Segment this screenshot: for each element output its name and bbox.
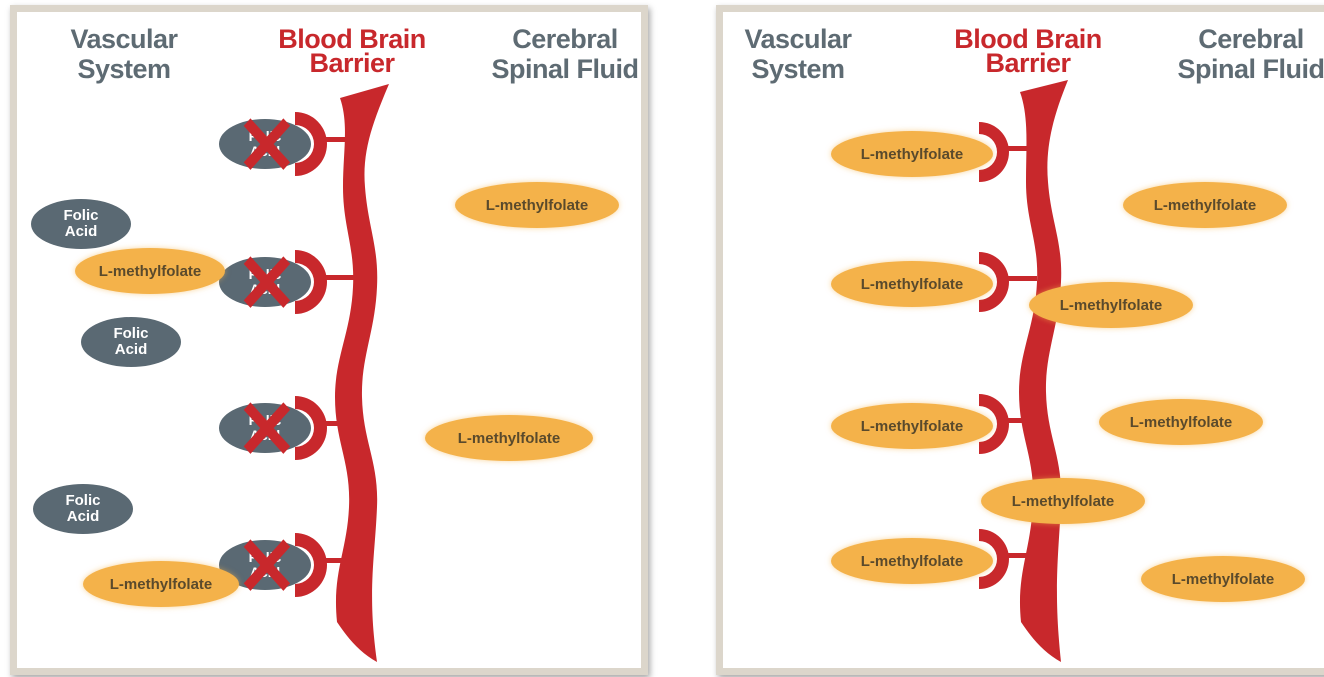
l-methylfolate: L-methylfolate — [83, 561, 239, 607]
l-methylfolate: L-methylfolate — [831, 403, 993, 449]
l-methylfolate: L-methylfolate — [1029, 282, 1193, 328]
x-mark-icon: ✕ — [236, 538, 290, 598]
x-mark-icon: ✕ — [236, 117, 290, 177]
l-methylfolate: L-methylfolate — [75, 248, 225, 294]
l-methylfolate: L-methylfolate — [425, 415, 593, 461]
x-mark-icon: ✕ — [236, 401, 290, 461]
l-methylfolate: L-methylfolate — [831, 538, 993, 584]
barrier-band — [335, 84, 389, 662]
l-methylfolate: L-methylfolate — [981, 478, 1145, 524]
l-methylfolate: L-methylfolate — [455, 182, 619, 228]
l-methylfolate: L-methylfolate — [1123, 182, 1287, 228]
barrier-band — [1019, 80, 1068, 662]
l-methylfolate: L-methylfolate — [831, 131, 993, 177]
x-mark-icon: ✕ — [236, 255, 290, 315]
l-methylfolate: L-methylfolate — [1099, 399, 1263, 445]
l-methylfolate: L-methylfolate — [831, 261, 993, 307]
l-methylfolate: L-methylfolate — [1141, 556, 1305, 602]
